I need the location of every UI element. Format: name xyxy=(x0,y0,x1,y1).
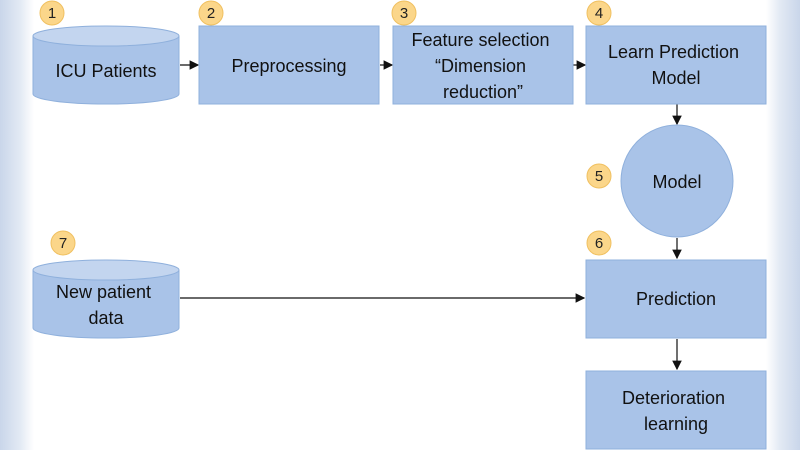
node-new-patient-data: New patient data xyxy=(32,259,180,339)
step-badge-7: 7 xyxy=(50,230,76,256)
step-badge-2-label: 2 xyxy=(207,5,215,22)
node-deterioration-learning-label: Deterioration learning xyxy=(622,388,730,434)
node-new-patient-data-label: New patient data xyxy=(56,282,156,328)
node-prediction-label: Prediction xyxy=(636,289,716,309)
node-learn-prediction-model-label: Learn Prediction Model xyxy=(608,42,744,88)
node-learn-prediction-model: Learn Prediction Model xyxy=(585,25,767,105)
node-feature-selection-label: Feature selection “Dimension reduction” xyxy=(411,30,554,102)
step-badge-4-label: 4 xyxy=(595,5,603,22)
step-badge-4: 4 xyxy=(586,0,612,26)
node-model: Model xyxy=(620,124,734,238)
node-preprocessing: Preprocessing xyxy=(198,25,380,105)
node-prediction: Prediction xyxy=(585,259,767,339)
node-preprocessing-label: Preprocessing xyxy=(231,56,346,76)
step-badge-5-label: 5 xyxy=(595,168,603,185)
step-badge-1-label: 1 xyxy=(48,5,56,22)
node-deterioration-learning: Deterioration learning xyxy=(585,370,767,450)
node-icu-patients: ICU Patients xyxy=(32,25,180,105)
step-badge-3-label: 3 xyxy=(400,5,408,22)
step-badge-2: 2 xyxy=(198,0,224,26)
right-background-band xyxy=(766,0,800,450)
edges xyxy=(180,60,682,371)
node-icu-patients-label: ICU Patients xyxy=(55,61,156,81)
step-badge-3: 3 xyxy=(391,0,417,26)
step-badge-6-label: 6 xyxy=(595,235,603,252)
step-badge-6: 6 xyxy=(586,230,612,256)
node-model-label: Model xyxy=(652,172,701,192)
step-badge-5: 5 xyxy=(586,163,612,189)
step-badge-1: 1 xyxy=(39,0,65,26)
node-feature-selection: Feature selection “Dimension reduction” xyxy=(392,25,574,105)
left-background-band xyxy=(0,0,34,450)
step-badge-7-label: 7 xyxy=(59,235,67,252)
